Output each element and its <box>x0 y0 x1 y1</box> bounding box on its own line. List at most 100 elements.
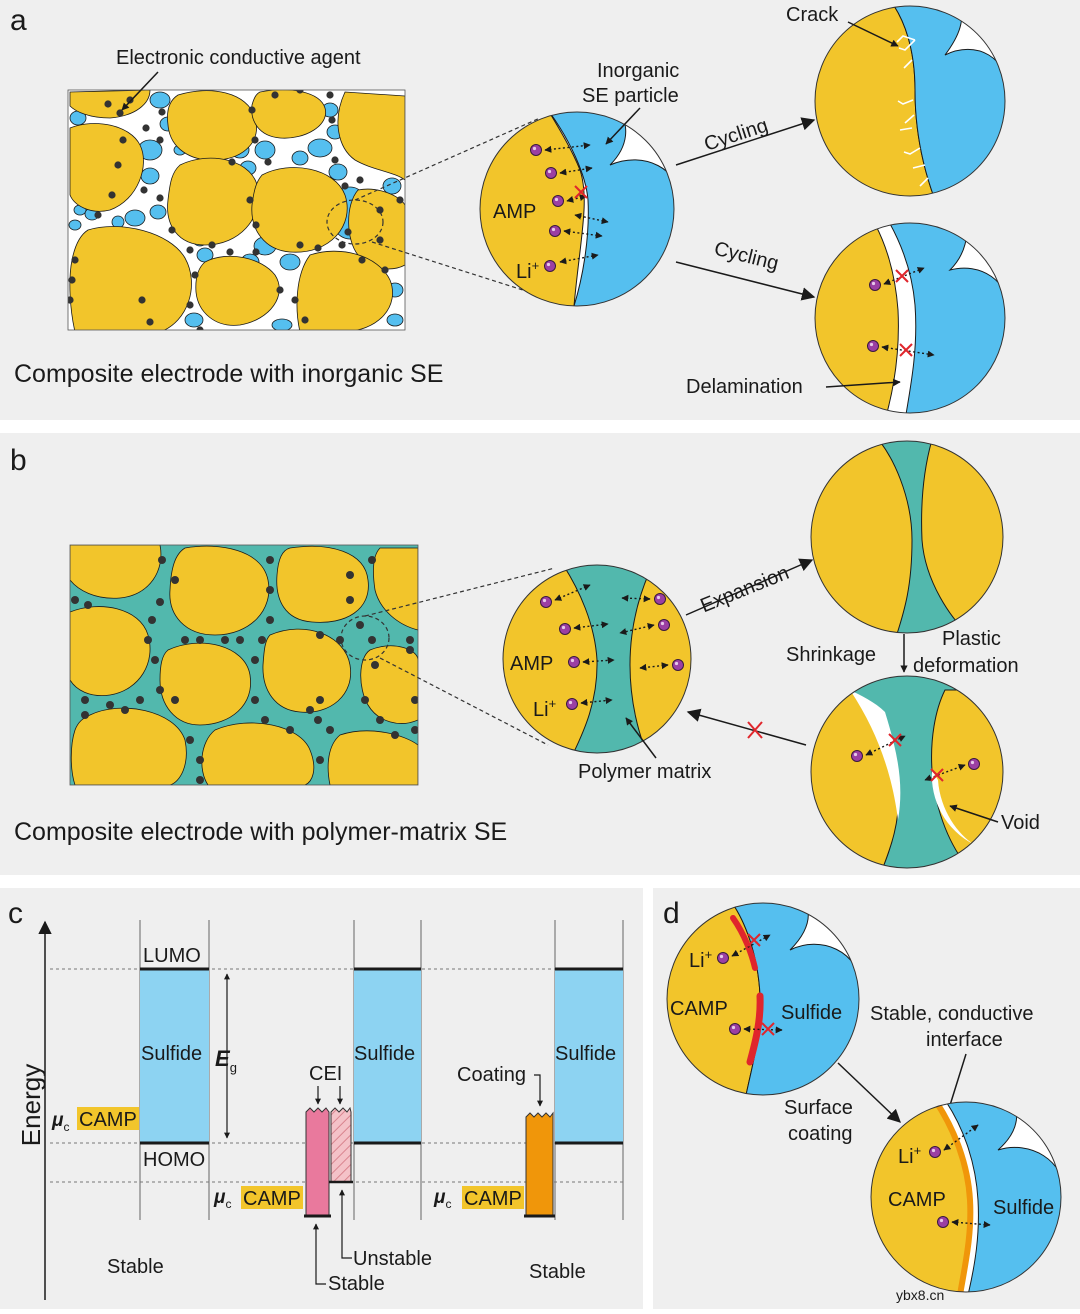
conductive-agent-dot <box>168 226 176 234</box>
label-camp-d1: CAMP <box>670 998 728 1020</box>
li-ion-icon <box>545 167 557 179</box>
conductive-agent-dot <box>140 186 148 194</box>
blocked-mark <box>747 933 761 947</box>
label-sulfide-2: Sulfide <box>354 1043 415 1065</box>
conductive-agent-dot <box>196 776 204 784</box>
conductive-agent-dot <box>71 596 79 604</box>
panel-c-letter: c <box>8 897 23 930</box>
li-ion-highlight <box>547 169 552 174</box>
li-ion-icon <box>552 195 564 207</box>
conductive-agent-dot <box>296 90 304 94</box>
arrow-no-recovery <box>686 708 807 746</box>
li-ion-highlight <box>532 146 537 151</box>
arrow-unstable <box>339 1189 352 1259</box>
conductive-agent-dot <box>142 124 150 132</box>
ion-transport-arrow <box>731 934 771 957</box>
panel-a-letter: a <box>10 4 27 37</box>
li-ion-highlight <box>551 227 556 232</box>
label-shrinkage: Shrinkage <box>786 644 876 666</box>
conductive-agent-dot <box>331 156 339 164</box>
li-ion-highlight <box>656 595 661 600</box>
conductive-agent-dot <box>156 194 164 202</box>
li-ion-icon <box>929 1146 941 1158</box>
conductive-agent-dot <box>68 296 74 304</box>
ion-transport-arrow <box>563 228 603 239</box>
label-stable-mid: Stable <box>328 1273 385 1295</box>
conductive-agent-dot <box>326 91 334 99</box>
conductive-agent-dot <box>146 318 154 326</box>
conductive-agent-dot <box>291 296 299 304</box>
conductive-agent-dot <box>252 248 260 256</box>
blocked-mark-recovery <box>747 721 763 739</box>
li-ion-icon <box>867 340 879 352</box>
conductive-agent-dot <box>106 701 114 709</box>
conductive-agent-dot <box>328 116 336 124</box>
conductive-agent-dot <box>71 256 79 264</box>
conductive-agent-dot <box>228 158 236 166</box>
conductive-agent-dot <box>116 109 124 117</box>
conductive-agent-dot <box>411 726 418 734</box>
conductive-agent-dot <box>266 616 274 624</box>
zoom-circle-delamination <box>814 222 1006 414</box>
conductive-agent-dot <box>358 256 366 264</box>
se-particle <box>328 163 348 181</box>
arrow-crack <box>847 21 899 47</box>
label-eg: Eg <box>215 1046 237 1075</box>
conductive-agent-dot <box>171 696 179 704</box>
zoom-line-b-bottom <box>379 657 549 746</box>
conductive-agent-dot <box>361 696 369 704</box>
conductive-agent-dot <box>336 636 344 644</box>
conductive-agent-dot <box>368 556 376 564</box>
label-sulfide-d1: Sulfide <box>781 1002 842 1024</box>
conductive-agent-dot <box>148 616 156 624</box>
arrow-cycling-bottom <box>675 261 816 301</box>
label-amp-b: AMP <box>510 653 553 675</box>
li-ion-highlight <box>871 281 876 286</box>
blocked-mark <box>574 185 588 199</box>
conductive-agent-dot <box>266 556 274 564</box>
conductive-agent-dot <box>144 636 152 644</box>
conductive-agent-dot <box>252 221 260 229</box>
conductive-agent-dot <box>301 316 309 324</box>
conductive-agent-dot <box>356 621 364 629</box>
conductive-agent-dot <box>104 100 112 108</box>
composite-electrode-polymer <box>70 545 418 785</box>
ion-transport-arrow <box>582 656 615 666</box>
zoom-line-a-top <box>354 117 541 201</box>
sulfide-band-1 <box>140 969 209 1143</box>
ion-transport-arrow <box>865 735 906 756</box>
li-ion-icon <box>729 1023 741 1035</box>
arrow-polymer-matrix <box>625 717 657 759</box>
conductive-agent-dot <box>114 161 122 169</box>
conductive-agent-dot <box>248 106 256 114</box>
label-polymer-matrix: Polymer matrix <box>578 761 711 783</box>
label-delamination: Delamination <box>686 376 803 398</box>
ion-transport-arrow <box>544 142 591 153</box>
label-stable-interface-line1: Stable, conductive <box>870 1003 1033 1025</box>
mu-camp-left: μc CAMP <box>51 1107 139 1134</box>
conductive-agent-dot <box>181 636 189 644</box>
composite-electrode-inorganic-frame <box>67 89 406 331</box>
arrow-cycling-top <box>675 117 816 166</box>
label-stable-left: Stable <box>107 1256 164 1278</box>
li-ion-icon <box>717 952 729 964</box>
conductive-agent-dot <box>236 636 244 644</box>
label-surface-coating-line2: coating <box>788 1123 853 1145</box>
conductive-agent-dot <box>391 731 399 739</box>
conductive-agent-dot <box>264 158 272 166</box>
coating-bar <box>525 1111 554 1217</box>
conductive-agent-dot <box>341 182 349 190</box>
conductive-agent-dot <box>344 228 352 236</box>
ion-transport-arrow <box>951 1219 991 1228</box>
conductive-agent-dot <box>316 631 324 639</box>
svg-text:CAMP: CAMP <box>464 1188 522 1210</box>
li-ion-highlight <box>970 760 975 765</box>
conductive-agent-dot <box>171 576 179 584</box>
zoom-circle-crack <box>814 5 1006 197</box>
ion-transport-arrow <box>566 194 587 203</box>
arrow-surface-coating <box>837 1062 901 1123</box>
se-particle <box>279 253 301 271</box>
label-li-d1: Li+ <box>689 947 712 972</box>
li-ion-icon <box>654 593 666 605</box>
arrow-inorganic-se <box>605 107 641 145</box>
